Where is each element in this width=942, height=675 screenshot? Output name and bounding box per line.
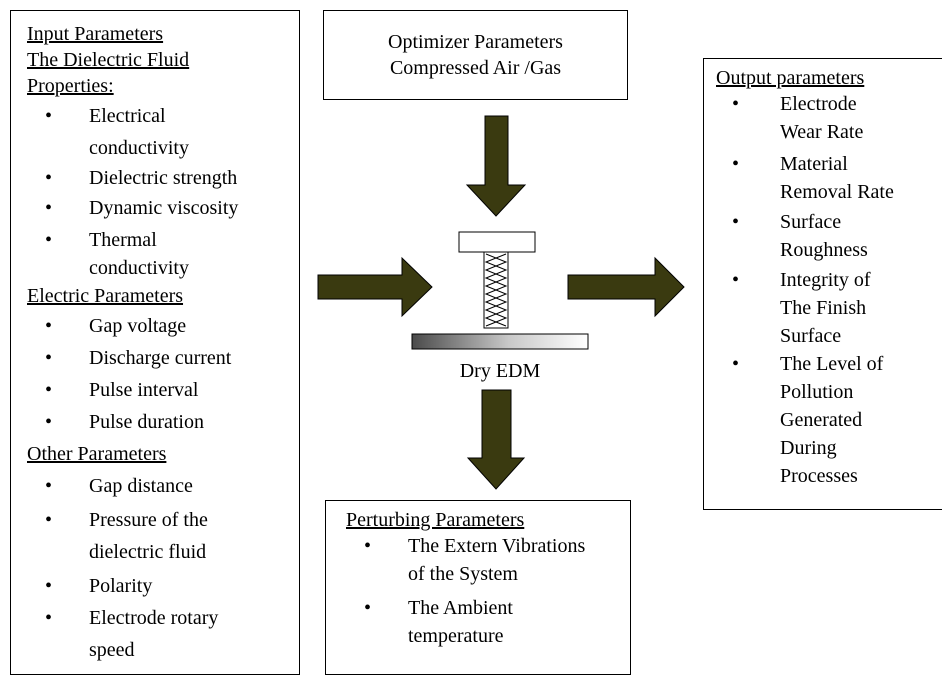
dielectric-fluid-heading: The Dielectric Fluid [27,49,190,71]
list-item: Material [780,153,848,175]
list-item: The Finish [780,297,867,319]
optimizer-line: Compressed Air /Gas [389,57,562,79]
list-item: Dielectric strength [89,167,238,189]
properties-heading: Properties: [27,75,114,97]
output-parameters-box: Output parameters • Electrode Wear Rate … [703,58,942,510]
perturbing-parameters-box: Perturbing Parameters • The Extern Vibra… [325,500,631,675]
input-heading: Input Parameters [27,23,164,45]
list-item: Surface [780,211,842,233]
list-item: During [780,437,837,459]
down-arrow-icon [465,115,527,217]
list-item: Thermal [89,229,157,251]
list-item: conductivity [89,137,189,159]
electric-parameters-heading: Electric Parameters [27,285,184,307]
list-item: conductivity [89,257,189,279]
list-item: Gap distance [89,475,193,497]
dry-edm-label: Dry EDM [459,360,541,382]
perturbing-heading: Perturbing Parameters [346,509,525,531]
bullet: • [732,93,740,115]
bullet: • [45,347,53,369]
bullet: • [732,211,740,233]
list-item: Polarity [89,575,153,597]
list-item: Electrode [780,93,857,115]
optimizer-line: Optimizer Parameters [388,31,563,53]
bullet: • [732,269,740,291]
list-item: Wear Rate [780,121,864,143]
bullet: • [45,607,53,629]
list-item: Pressure of the [89,509,208,531]
bullet: • [732,353,740,375]
right-arrow-icon [317,256,433,318]
list-item: Electrical [89,105,166,127]
list-item: Roughness [780,239,868,261]
list-item: Gap voltage [89,315,187,337]
list-item: Removal Rate [780,181,894,203]
list-item: Integrity of [780,269,871,291]
electrode-head [458,231,536,253]
list-item: dielectric fluid [89,541,207,563]
bullet: • [45,475,53,497]
list-item: Pulse interval [89,379,199,401]
input-parameters-box: Input Parameters The Dielectric Fluid Pr… [10,10,300,675]
spring-coil-icon [484,253,508,327]
list-item: temperature [408,625,504,647]
list-item: Processes [780,465,858,487]
list-item: of the System [408,563,518,585]
list-item: The Ambient [408,597,513,619]
bullet: • [45,197,53,219]
bullet: • [45,105,53,127]
optimizer-parameters-box: Optimizer Parameters Compressed Air /Gas [323,10,628,100]
list-item: The Level of [780,353,884,375]
bullet: • [45,167,53,189]
bullet: • [45,229,53,251]
list-item: The Extern Vibrations [408,535,586,557]
other-parameters-heading: Other Parameters [27,443,167,465]
bullet: • [45,411,53,433]
bullet: • [732,153,740,175]
list-item: Pulse duration [89,411,204,433]
right-arrow-icon [567,256,685,318]
list-item: Discharge current [89,347,232,369]
bullet: • [45,379,53,401]
bullet: • [364,535,372,557]
bullet: • [45,315,53,337]
list-item: Pollution [780,381,854,403]
bullet: • [45,509,53,531]
workpiece-plate [411,333,589,350]
list-item: Generated [780,409,863,431]
list-item: Surface [780,325,842,347]
list-item: Electrode rotary [89,607,219,629]
output-heading: Output parameters [716,67,865,89]
list-item: Dynamic viscosity [89,197,239,219]
bullet: • [364,597,372,619]
list-item: speed [89,639,135,661]
down-arrow-icon [466,389,526,490]
bullet: • [45,575,53,597]
